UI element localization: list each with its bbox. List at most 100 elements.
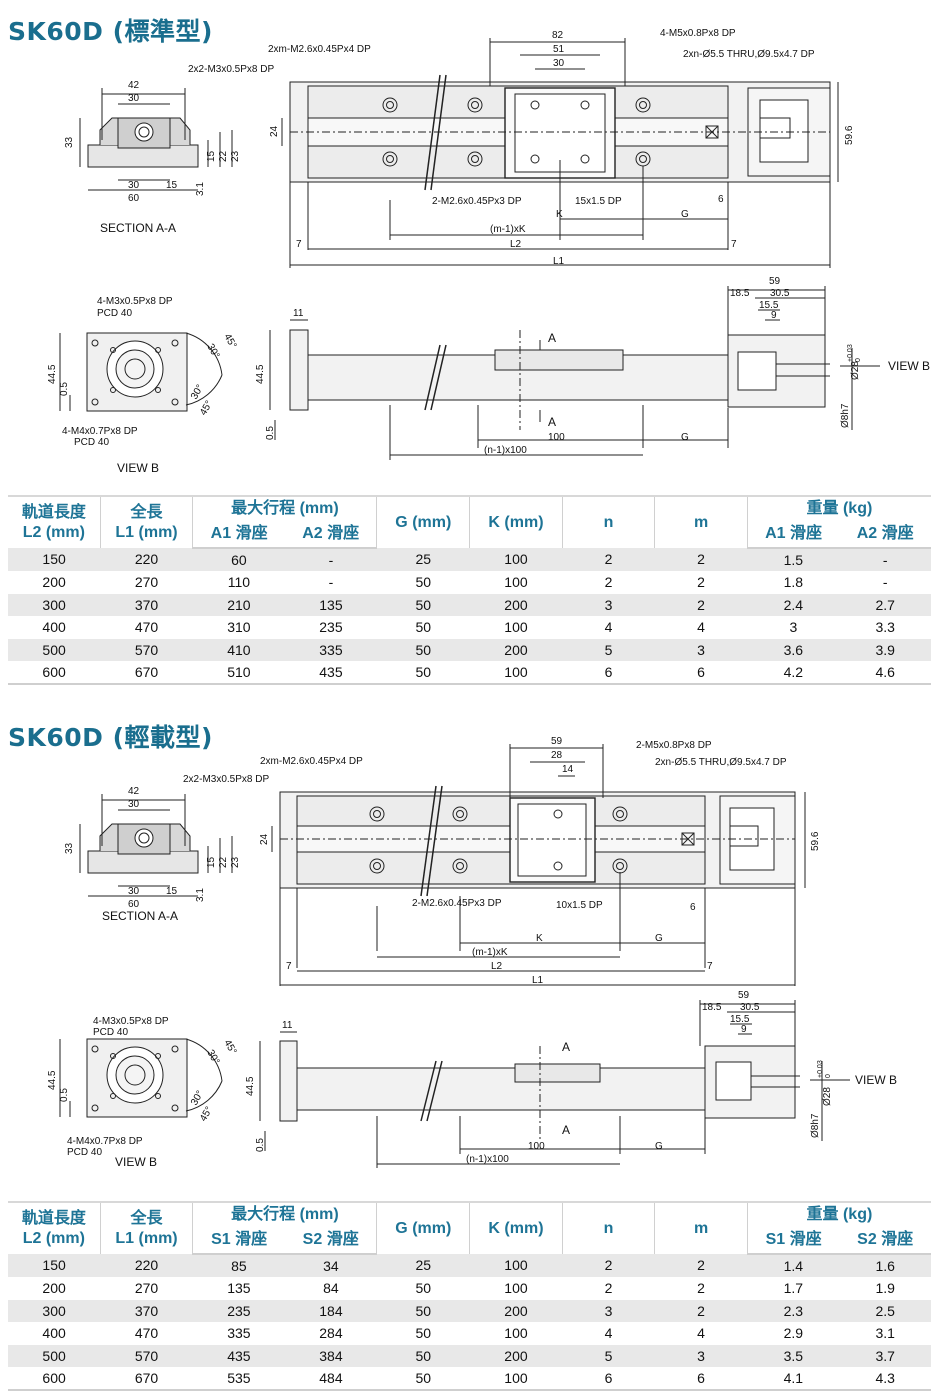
th-l2b: L2 (mm)	[22, 523, 85, 541]
dim-7b-light: 7	[707, 961, 713, 972]
table-cell: 6	[562, 661, 655, 685]
table-cell: 510	[192, 661, 285, 685]
table-cell: 25	[376, 1254, 470, 1278]
view-b-label-light: VIEW B	[115, 1155, 157, 1169]
th-s1: A1 滑座	[192, 521, 285, 549]
side-view-light	[259, 1000, 850, 1168]
table-cell: 435	[192, 1344, 285, 1368]
callout-m5-light: 2-M5x0.8Px8 DP	[636, 740, 712, 751]
dim-0-5b: 0.5	[59, 382, 70, 396]
callout-pcd-m4-b: PCD 40	[74, 437, 109, 448]
callout-slot: 15x1.5 DP	[575, 196, 622, 207]
dim-100: 100	[548, 432, 565, 443]
table-cell: 200	[469, 1299, 563, 1323]
section-mark-a-top: A	[548, 331, 556, 345]
dim-3-1-light: 3.1	[195, 888, 206, 902]
th-l1: 全長	[130, 503, 163, 521]
top-view-standard	[281, 38, 839, 268]
dim-82: 82	[552, 30, 564, 41]
table-cell: 50	[376, 638, 470, 662]
dim-mK: (m-1)xK	[490, 224, 526, 235]
th-l1b: L1 (mm)	[115, 523, 178, 541]
dim-23: 23	[230, 150, 241, 162]
dim-30c-light: 30	[128, 886, 140, 897]
table-cell: 2	[654, 548, 748, 572]
top-view-light	[271, 744, 806, 986]
dim-28: Ø28	[850, 361, 861, 380]
callout-pcd-m4-light: 4-M4x0.7Px8 DP	[67, 1136, 143, 1147]
dim-59-6-light: 59.6	[810, 831, 821, 851]
section-a-a-profile	[79, 88, 233, 191]
table-cell: 310	[192, 616, 285, 639]
callout-pcd-m3-b-light: PCD 40	[93, 1027, 128, 1038]
dim-6: 6	[718, 194, 724, 205]
table-cell: 4	[654, 1322, 748, 1345]
table-cell: 2.5	[839, 1299, 931, 1323]
th-w1: A1 滑座	[746, 521, 840, 549]
table-cell: 25	[376, 548, 470, 572]
table-cell: 4	[654, 616, 748, 639]
table-cell: 100	[469, 1277, 563, 1300]
dim-K-light: K	[536, 933, 543, 944]
dim-28-tol2-light: 0	[825, 1074, 832, 1078]
th-s2-light: S2 滑座	[284, 1227, 377, 1255]
dim-44-5-light: 44.5	[245, 1076, 256, 1096]
dim-28-tol2: 0	[855, 358, 862, 362]
table-cell: 34	[284, 1254, 377, 1278]
table-cell: 110	[192, 571, 285, 594]
dim-8h7: Ø8h7	[840, 403, 851, 428]
table-cell: 570	[100, 1344, 193, 1368]
table-cell: 484	[284, 1367, 377, 1391]
table-cell: 50	[376, 1277, 470, 1300]
dim-30-5-light: 30.5	[740, 1002, 760, 1013]
section-a-a-profile-light	[79, 794, 233, 897]
dim-9-light: 9	[741, 1024, 747, 1035]
table-cell: 50	[376, 593, 470, 617]
th-m: m	[654, 495, 748, 548]
table-cell: 3	[562, 1299, 655, 1323]
table-cell: 570	[100, 638, 193, 662]
dim-59-top: 59	[551, 736, 563, 747]
dim-44-5: 44.5	[255, 364, 266, 384]
table-cell: 500	[8, 638, 101, 662]
dim-11: 11	[293, 308, 304, 319]
table-cell: 84	[284, 1277, 377, 1300]
dim-11-light: 11	[282, 1020, 293, 1031]
th-k-light: K (mm)	[469, 1201, 563, 1254]
th-l2b-light: L2 (mm)	[22, 1229, 85, 1247]
table-cell: 3.7	[839, 1344, 931, 1368]
table-cell: 150	[8, 1254, 101, 1278]
table-cell: 470	[100, 616, 193, 639]
table-cell: 5	[562, 638, 655, 662]
table-cell: 100	[469, 1254, 563, 1278]
dim-30b: 30	[128, 93, 140, 104]
dim-7a: 7	[296, 239, 302, 250]
table-cell: 500	[8, 1344, 101, 1368]
dim-G2-light: G	[655, 1141, 663, 1152]
angle-45-light: 45°	[221, 1038, 238, 1057]
callout-pcd-m4-b-light: PCD 40	[67, 1147, 102, 1158]
table-cell: 3	[747, 616, 840, 639]
table-cell: 1.5	[747, 548, 840, 572]
dim-G2: G	[681, 432, 689, 443]
dim-28-light: Ø28	[822, 1087, 833, 1106]
callout-cbore-light: 2xn-Ø5.5 THRU,Ø9.5x4.7 DP	[655, 757, 787, 768]
table-cell: 50	[376, 1344, 470, 1368]
callout-pcd-m3-b: PCD 40	[97, 308, 132, 319]
table-cell: 2	[562, 571, 655, 594]
dim-33: 33	[64, 136, 75, 148]
th-weight-light: 重量 (kg)	[746, 1201, 931, 1227]
th-stroke-light: 最大行程 (mm)	[192, 1201, 377, 1227]
dim-30-5: 30.5	[770, 288, 790, 299]
table-cell: 3	[654, 1344, 748, 1368]
table-cell: 3.6	[747, 638, 840, 662]
table-cell: 400	[8, 1322, 101, 1345]
callout-slot-light: 10x1.5 DP	[556, 900, 603, 911]
table-cell: -	[284, 548, 377, 572]
table-cell: 6	[654, 661, 748, 685]
angle-30b-light: 30°	[189, 1089, 206, 1108]
